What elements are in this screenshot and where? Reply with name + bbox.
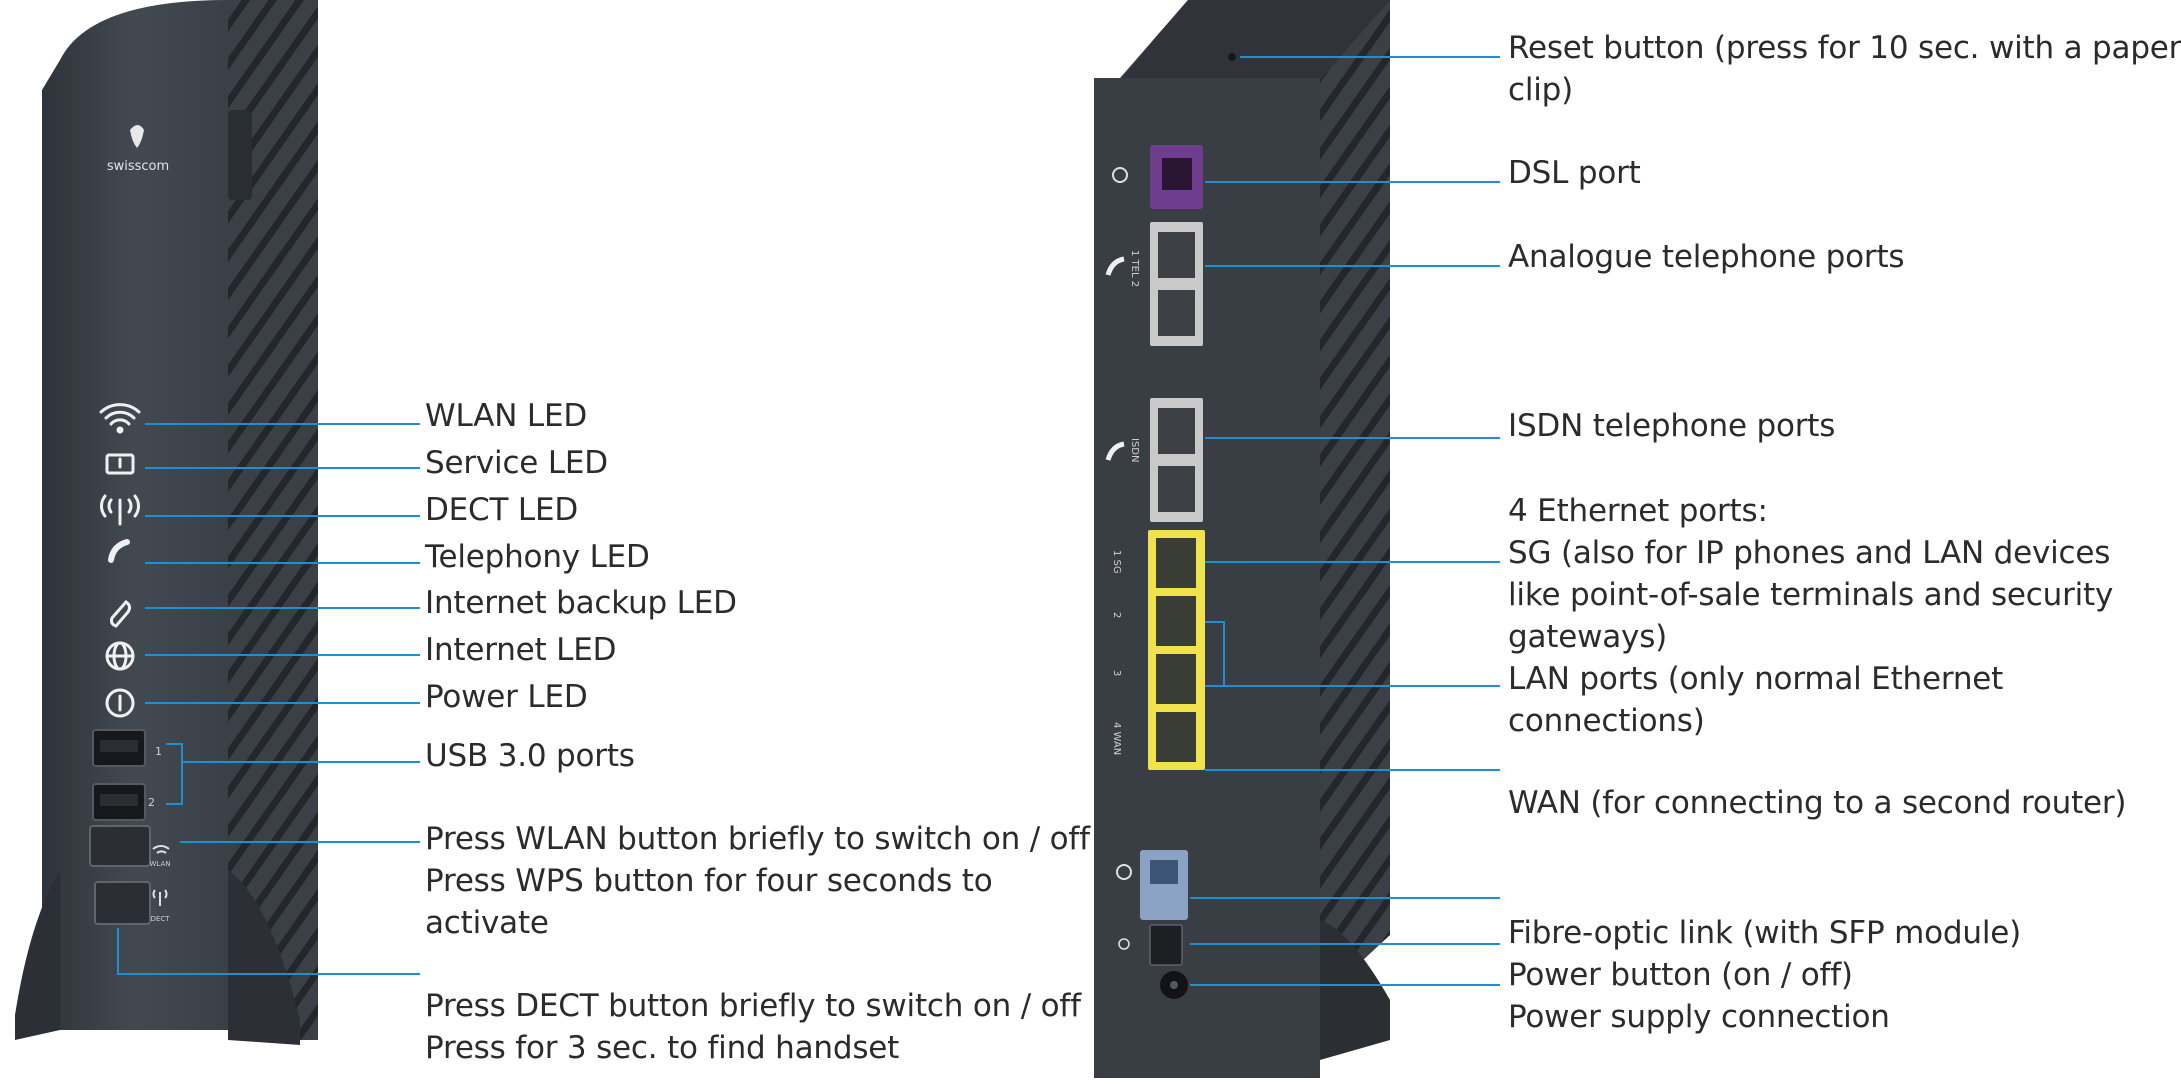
fibre-globe-icon <box>1116 864 1132 880</box>
eth-mark-3: 3 <box>1111 670 1122 676</box>
label-reset-button: Reset button (press for 10 sec. with a p… <box>1508 30 2181 108</box>
ethernet-port-block <box>1148 530 1205 770</box>
wifi-icon <box>99 403 141 434</box>
label-ethernet-ports: 4 Ethernet ports:SG (also for IP phones … <box>1508 493 2114 739</box>
label-isdn-ports: ISDN telephone ports <box>1508 408 1836 444</box>
label-dsl-port: DSL port <box>1508 155 1641 191</box>
eth-mark-2: 2 <box>1111 612 1122 618</box>
power-switch-icon <box>1118 938 1130 950</box>
backup-icon <box>110 600 132 628</box>
label-wlan-led: WLAN LED <box>425 398 588 434</box>
ethernet-port-sg[interactable] <box>1156 538 1196 588</box>
power-icon <box>105 688 135 718</box>
wlan-button[interactable] <box>89 825 151 867</box>
ethernet-port-3[interactable] <box>1156 654 1196 704</box>
label-fibre-optic: Fibre-optic link (with SFP module) <box>1508 915 2021 951</box>
back-stand <box>1320 920 1390 1060</box>
isdn-port-2[interactable] <box>1158 466 1195 512</box>
dect-button[interactable] <box>94 881 151 925</box>
svg-text:swisscom: swisscom <box>107 159 169 174</box>
label-usb-ports: USB 3.0 ports <box>425 738 635 774</box>
analogue-port-2[interactable] <box>1158 290 1195 336</box>
label-dect-led: DECT LED <box>425 492 579 528</box>
front-side-vent <box>228 0 318 1040</box>
isdn-port-1[interactable] <box>1158 408 1195 454</box>
label-wlan-button: Press WLAN button briefly to switch on /… <box>425 821 1090 941</box>
service-icon <box>105 453 135 475</box>
label-wan-port: WAN (for connecting to a second router) <box>1508 785 2127 821</box>
label-analogue-ports: Analogue telephone ports <box>1508 239 1905 275</box>
isdn-port-mark: ISDN <box>1129 438 1140 462</box>
reset-hole[interactable] <box>1228 53 1236 61</box>
dect-button-caption: DECT <box>151 915 171 923</box>
tel-phone-icon <box>1105 256 1125 276</box>
back-panel <box>1094 78 1320 1078</box>
label-service-led: Service LED <box>425 445 608 481</box>
wlan-button-icon <box>152 845 170 854</box>
label-internet-backup-led: Internet backup LED <box>425 585 737 621</box>
phone-icon <box>108 539 130 563</box>
dect-button-icon <box>152 889 168 906</box>
label-power-button-supply: Power button (on / off)Power supply conn… <box>1508 957 1890 1035</box>
label-internet-led: Internet LED <box>425 632 617 668</box>
ethernet-port-2[interactable] <box>1156 596 1196 646</box>
analogue-port-1[interactable] <box>1158 232 1195 278</box>
front-side-notch <box>228 110 252 200</box>
usb-number-2: 2 <box>148 796 155 809</box>
eth-mark-wan: 4 WAN <box>1111 722 1122 755</box>
usb-number-1: 1 <box>155 745 162 758</box>
label-telephony-led: Telephony LED <box>425 539 650 575</box>
label-power-led: Power LED <box>425 679 588 715</box>
back-top <box>1120 0 1390 80</box>
ethernet-port-wan[interactable] <box>1156 712 1196 762</box>
dsl-globe-icon <box>1112 167 1128 183</box>
front-stand-left <box>15 870 60 1040</box>
wlan-button-caption: WLAN <box>149 860 170 868</box>
globe-icon <box>105 641 135 671</box>
tel-port-mark: 1 TEL 2 <box>1129 250 1140 287</box>
power-switch[interactable] <box>1149 924 1183 966</box>
swisscom-logo: swisscom <box>107 125 169 174</box>
eth-mark-sg: 1 SG <box>1111 550 1122 574</box>
dect-antenna-icon <box>100 494 140 526</box>
isdn-phone-icon <box>1105 441 1125 461</box>
front-stand-right <box>228 870 300 1045</box>
label-dect-button: Press DECT button briefly to switch on /… <box>425 988 1081 1066</box>
